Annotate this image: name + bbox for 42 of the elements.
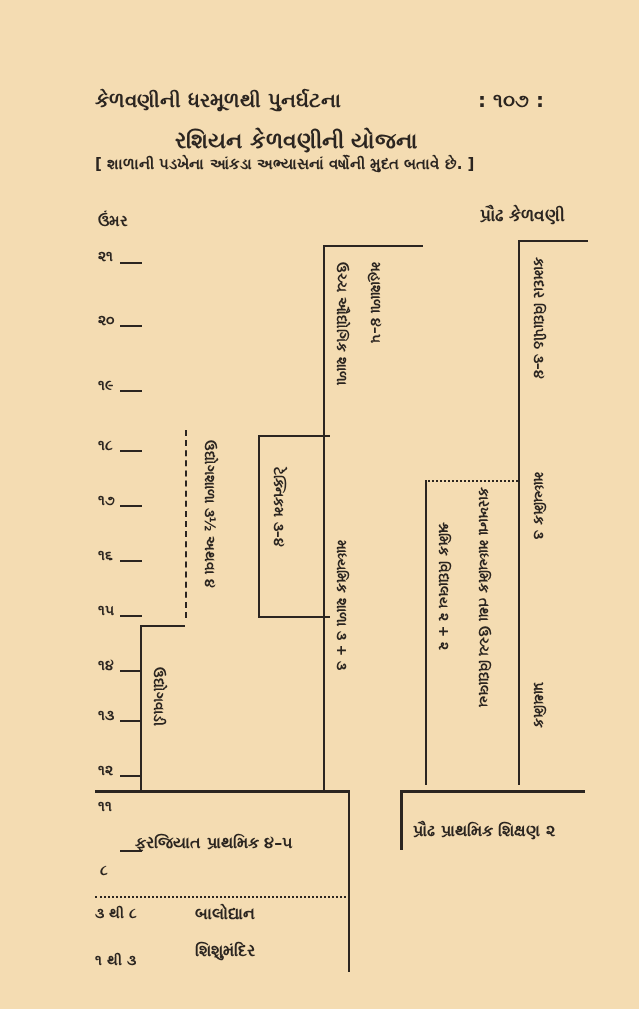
- column-heading: પ્રૌઢ કેળવણી: [480, 205, 565, 226]
- school-bracket: [425, 480, 518, 785]
- stage-label: ટેક્નિકમ ૩–૪: [270, 467, 287, 547]
- age-label: ૩ થી ૮: [95, 905, 137, 922]
- axis-label: ઉંમર: [98, 212, 128, 230]
- age-label: ૨૧: [98, 248, 113, 265]
- age-label: ૧૨: [98, 762, 113, 779]
- page-number: : ૧૦૭ :: [478, 88, 544, 112]
- stage-label: કારખાના માધ્યમિક તથા ઉચ્ચ વિદ્યાલય: [475, 487, 492, 708]
- age-label: ૧૩: [98, 707, 114, 724]
- stage-label: ઉચ્ચ ઔદ્યોગિક શાળા: [333, 262, 350, 385]
- stage-label: બાલોદ્યાન: [195, 904, 255, 924]
- stage-label: માધ્યમિક શાળા ૩ + ૩: [333, 540, 350, 671]
- age-label: ૮: [100, 862, 108, 879]
- age-label: ૧૫: [98, 602, 114, 619]
- school-bracket: [140, 625, 185, 790]
- stage-label: ઉદ્યોગશાળા ૩½ અથવા ૪: [201, 440, 218, 589]
- stage-label: પ્રૌઢ પ્રાથમિક શિક્ષણ ૨: [413, 821, 555, 841]
- age-label: ૧૭: [98, 492, 115, 509]
- stage-label: ફરજિયાત પ્રાથમિક ૪–૫: [135, 833, 294, 853]
- title: રશિયન કેળવણીની યોજના: [175, 128, 418, 154]
- school-bracket: [518, 240, 588, 785]
- age-label: ૧ થી ૩: [95, 952, 136, 969]
- stage-label: શ્રમિક વિદ્યાલય ૨ + ૨: [435, 522, 452, 651]
- school-bracket: [258, 435, 330, 618]
- stage-label: પ્રાથમિક: [530, 682, 547, 728]
- stage-label: માધ્યમિક ૩: [530, 472, 547, 539]
- running-head: કેળવણીની ધરમૂળથી પુનર્ઘટના: [95, 88, 341, 112]
- caption: [ શાળાની પડખેના આંકડા અભ્યાસનાં વર્ષોની મુદત બતાવે છે. ]: [95, 155, 475, 173]
- age-label: ૧૧: [98, 798, 112, 815]
- stage-label: મહાશાળા ૪–૫: [367, 262, 384, 343]
- age-label: ૧૮: [98, 437, 113, 454]
- age-label: ૧૪: [98, 657, 114, 674]
- school-band: [95, 790, 350, 898]
- stage-label: શિશુમંદિર: [195, 941, 255, 961]
- age-label: ૧૯: [98, 377, 113, 394]
- stage-label: કામદાર વિદ્યાપીઠ ૩–૪: [530, 257, 547, 379]
- school-band: [400, 790, 585, 850]
- stage-label: ઉદ્યોગવાડી: [150, 667, 167, 726]
- age-label: ૧૬: [98, 547, 113, 564]
- school-bracket: [323, 245, 423, 485]
- age-label: ૨૦: [98, 312, 114, 329]
